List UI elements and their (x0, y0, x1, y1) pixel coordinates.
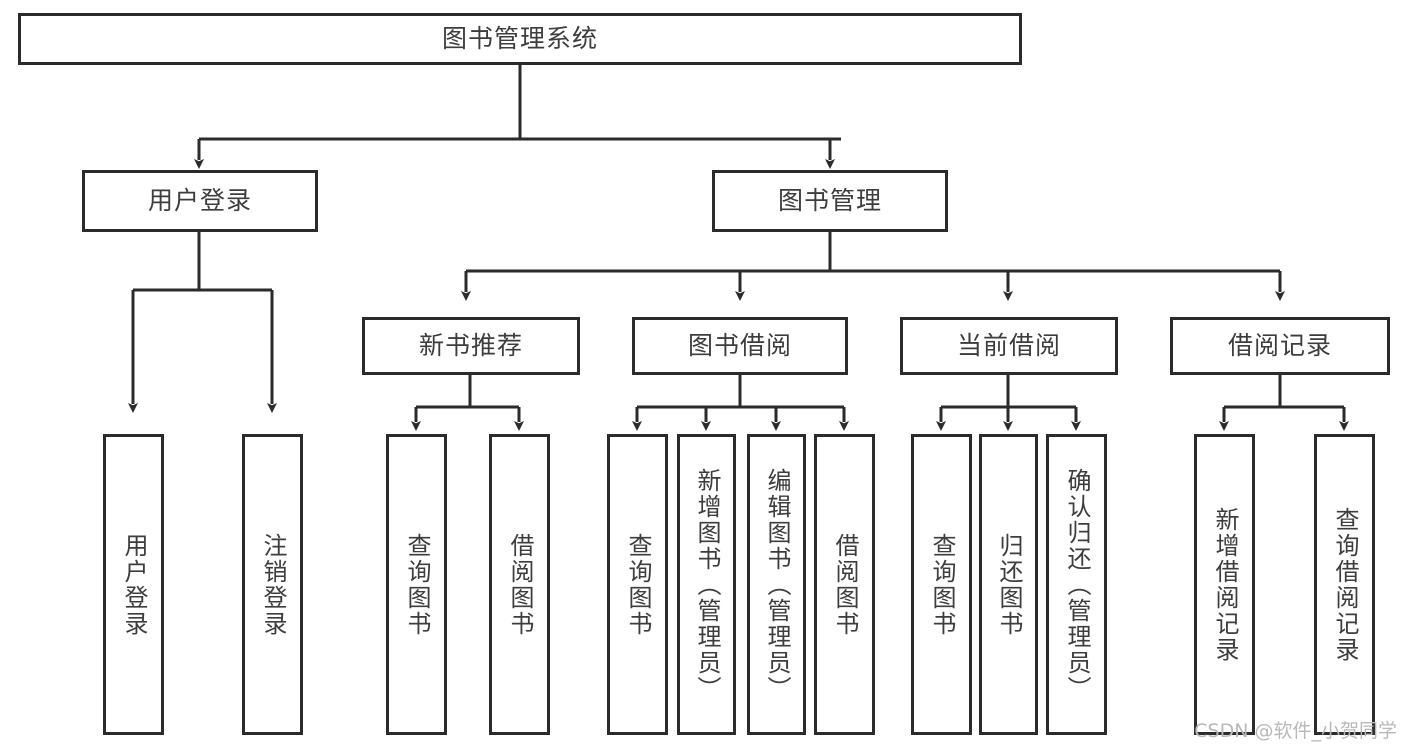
node-label: 归还图书 (994, 532, 1023, 637)
node-label: 查询图书 (623, 532, 652, 637)
node-label: 图书管理 (777, 186, 882, 216)
node-label: 新增图书（管理员） (692, 467, 721, 702)
node-label: 用户登录 (147, 186, 252, 216)
leaf-new-book-query[interactable]: 查询图书 (386, 434, 447, 735)
leaf-borrow-record-query[interactable]: 查询借阅记录 (1314, 434, 1375, 735)
node-current-borrow[interactable]: 当前借阅 (900, 317, 1118, 375)
leaf-book-borrow-add-admin[interactable]: 新增图书（管理员） (677, 434, 736, 735)
leaf-book-borrow-borrow[interactable]: 借阅图书 (814, 434, 875, 735)
node-label: 用户登录 (119, 532, 148, 637)
node-book-borrow[interactable]: 图书借阅 (632, 317, 848, 375)
leaf-new-book-borrow[interactable]: 借阅图书 (489, 434, 550, 735)
leaf-current-borrow-confirm-admin[interactable]: 确认归还（管理员） (1046, 434, 1107, 735)
node-label: 借阅图书 (505, 532, 534, 637)
node-label: 新增借阅记录 (1210, 506, 1239, 663)
node-book-management[interactable]: 图书管理 (712, 170, 948, 232)
leaf-user-login-login[interactable]: 用户登录 (103, 434, 164, 735)
node-label: 借阅图书 (830, 532, 859, 637)
leaf-borrow-record-add[interactable]: 新增借阅记录 (1194, 434, 1255, 735)
node-label: 查询图书 (402, 532, 431, 637)
node-label: 查询借阅记录 (1330, 506, 1359, 663)
node-label: 确认归还（管理员） (1062, 467, 1091, 702)
node-label: 图书管理系统 (441, 24, 598, 54)
node-label: 新书推荐 (418, 331, 523, 361)
node-root-book-management-system[interactable]: 图书管理系统 (18, 13, 1022, 65)
node-label: 编辑图书（管理员） (762, 467, 791, 702)
node-user-login[interactable]: 用户登录 (82, 170, 318, 232)
node-new-book-recommend[interactable]: 新书推荐 (362, 317, 580, 375)
node-label: 注销登录 (258, 532, 287, 637)
node-label: 当前借阅 (956, 331, 1061, 361)
leaf-current-borrow-return[interactable]: 归还图书 (979, 434, 1038, 735)
leaf-user-login-logout[interactable]: 注销登录 (242, 434, 303, 735)
node-borrow-record[interactable]: 借阅记录 (1170, 317, 1390, 375)
watermark-text: CSDN @软件_小贺同学 (1194, 720, 1397, 742)
leaf-current-borrow-query[interactable]: 查询图书 (911, 434, 972, 735)
node-label: 借阅记录 (1227, 331, 1332, 361)
leaf-book-borrow-edit-admin[interactable]: 编辑图书（管理员） (747, 434, 806, 735)
node-label: 图书借阅 (687, 331, 792, 361)
node-label: 查询图书 (927, 532, 956, 637)
leaf-book-borrow-query[interactable]: 查询图书 (607, 434, 668, 735)
